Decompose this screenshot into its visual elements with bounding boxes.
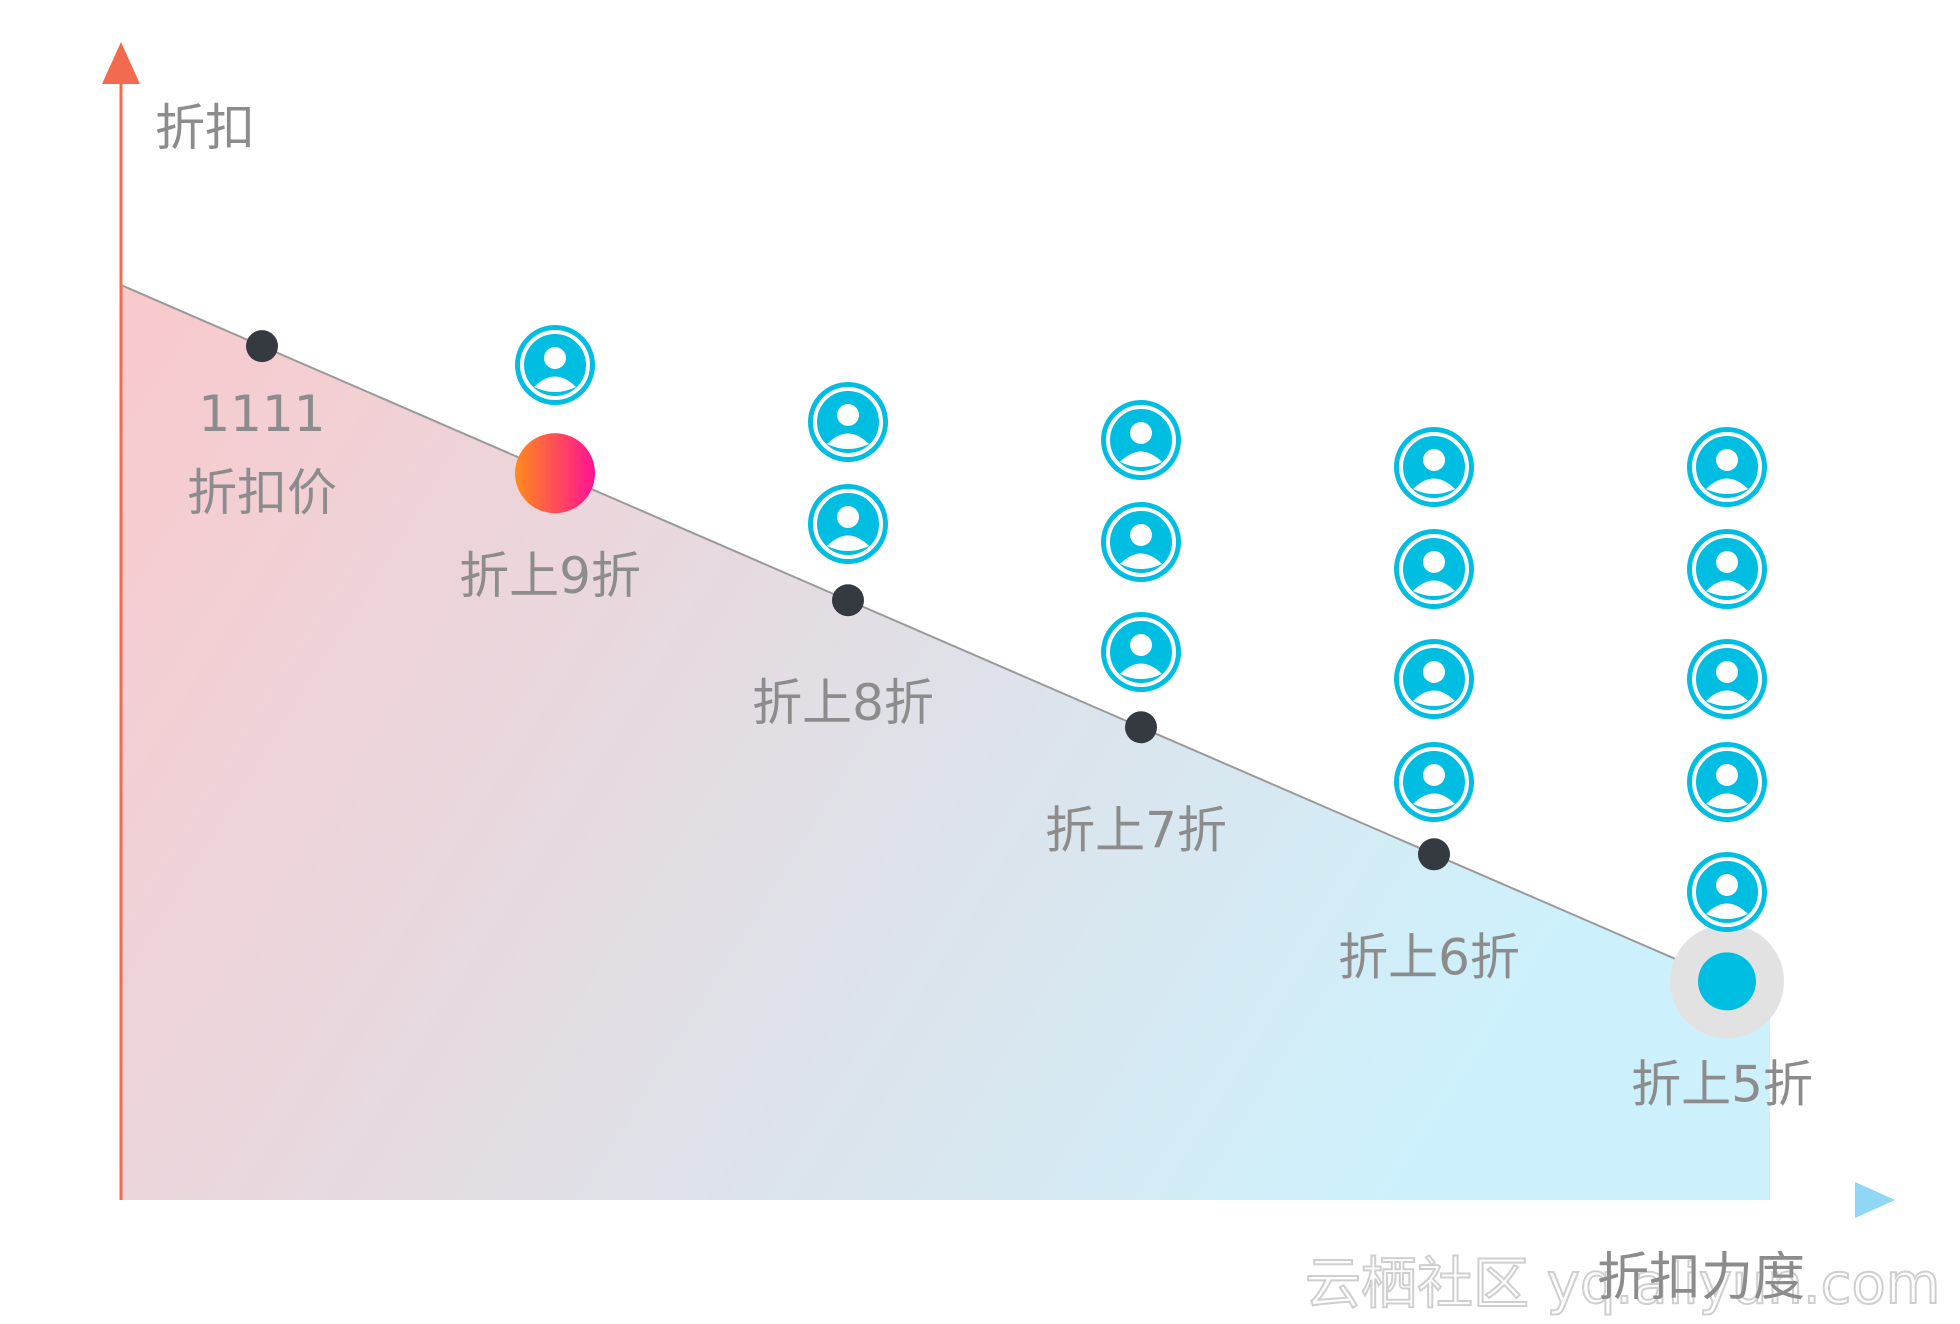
discount-point	[832, 584, 864, 617]
user-icon	[1687, 852, 1767, 932]
user-icon	[1687, 529, 1767, 609]
x-axis-label: 折扣力度	[1597, 1248, 1805, 1308]
start-price-label: 折扣价	[187, 464, 337, 522]
trend-line	[120, 284, 1771, 1001]
discount-point-label: 折上6折	[1338, 928, 1520, 986]
user-icon	[1687, 427, 1767, 507]
discount-point-label: 折上7折	[1045, 801, 1227, 859]
discount-point-label: 折上8折	[752, 674, 934, 732]
current-point	[515, 433, 595, 514]
discount-point	[1418, 838, 1450, 871]
start-point	[246, 330, 278, 363]
user-icon	[1687, 639, 1767, 719]
user-icon	[1394, 529, 1474, 609]
user-icon	[1394, 742, 1474, 822]
user-icon	[1101, 400, 1181, 480]
user-icon	[1394, 427, 1474, 507]
user-icon	[808, 382, 888, 462]
user-icon	[515, 325, 595, 405]
y-axis-arrow-icon	[102, 42, 140, 84]
discount-point-label: 折上5折	[1631, 1055, 1813, 1113]
y-axis-label: 折扣	[155, 99, 255, 157]
user-icon	[1101, 502, 1181, 582]
watermark: 云栖社区 yq.aliyun.com	[1305, 1252, 1940, 1317]
discount-point	[1125, 711, 1157, 744]
x-axis-arrow-icon	[1855, 1182, 1895, 1218]
user-icon	[1394, 639, 1474, 719]
user-icon	[1687, 742, 1767, 822]
user-icon	[808, 484, 888, 564]
discount-point-label: 折上9折	[459, 547, 641, 605]
discount-area	[121, 285, 1770, 1200]
target-point	[1698, 952, 1756, 1011]
user-icon	[1101, 612, 1181, 692]
start-value-label: 1111	[198, 385, 325, 443]
